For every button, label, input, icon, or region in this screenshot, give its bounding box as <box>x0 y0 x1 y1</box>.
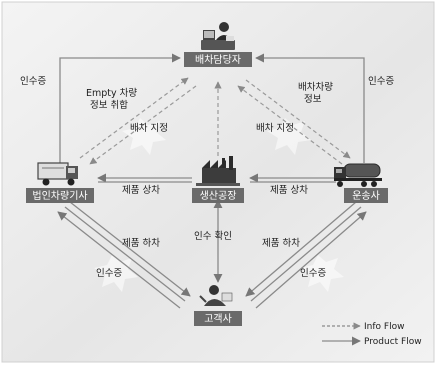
dispatcher-label-bg <box>184 52 252 67</box>
transport-label-bg <box>344 188 388 203</box>
transport-label: 운송사 <box>352 190 380 202</box>
label-vehicle-info-2: 정보 <box>304 94 322 105</box>
starburst-right <box>267 118 311 155</box>
info-dispatch-left <box>89 85 197 165</box>
customer-label: 고객사 <box>204 313 232 325</box>
node-transport: 운송사 <box>334 163 388 203</box>
node-corp-driver: 법인차량기사 <box>26 162 94 203</box>
info-dispatch-right <box>245 79 351 159</box>
flow-unload-left-2 <box>64 206 186 302</box>
node-dispatcher: 배차담당자 <box>184 22 252 67</box>
label-receipt-bottom-left: 인수증 <box>96 268 122 279</box>
info-vehicle-info <box>237 85 343 165</box>
label-load-right: 제품 상차 <box>270 184 308 196</box>
node-factory: 생산공장 <box>192 156 244 203</box>
label-dispatch-left: 배차 지정 <box>130 122 168 134</box>
label-dispatch-right: 배차 지정 <box>256 122 294 134</box>
label-receipt-left: 인수증 <box>20 76 46 87</box>
label-vehicle-info-1: 배차차량 <box>298 81 333 93</box>
label-load-left: 제품 상차 <box>122 184 160 196</box>
flow-unload-right-2 <box>250 206 362 302</box>
flow-unload-left <box>69 201 191 297</box>
tanker-truck-icon <box>334 163 382 187</box>
customer-label-bg <box>194 311 242 326</box>
customer-person-icon <box>199 285 233 306</box>
corp-driver-label: 법인차량기사 <box>32 190 87 202</box>
corp-driver-label-bg <box>26 188 94 203</box>
info-empty-vehicle <box>79 77 189 159</box>
flow-corp-receipt <box>59 53 181 163</box>
factory-label: 생산공장 <box>200 190 237 202</box>
label-receipt-confirm: 인수 확인 <box>194 230 232 242</box>
info-flows <box>79 77 351 165</box>
flow-unload-right <box>245 201 357 297</box>
factory-label-bg <box>192 188 244 203</box>
flow-receipt-bottom-right <box>255 211 367 309</box>
starburst-highlights <box>94 118 344 292</box>
legend-product-flow-label: Product Flow <box>364 337 422 347</box>
factory-icon <box>196 156 240 186</box>
label-receipt-bottom-right: 인수증 <box>300 268 326 279</box>
flow-receipt-bottom-left <box>57 211 181 309</box>
dispatcher-label: 배차담당자 <box>195 54 241 66</box>
product-flows <box>57 53 367 309</box>
truck-icon <box>37 162 78 186</box>
label-unload-left: 제품 하차 <box>122 237 160 249</box>
starburst-bottom-left <box>94 255 138 292</box>
label-unload-right: 제품 하차 <box>262 237 300 249</box>
node-customer: 고객사 <box>194 285 242 326</box>
label-receipt-right: 인수증 <box>368 76 394 87</box>
label-empty-vehicle-2: 정보 취합 <box>90 100 128 111</box>
legend-info-flow-label: Info Flow <box>364 322 404 332</box>
flow-transport-receipt <box>255 53 365 163</box>
starburst-bottom-right <box>300 255 344 292</box>
office-worker-icon <box>201 22 235 50</box>
legend: Info Flow Product Flow <box>322 322 422 347</box>
label-empty-vehicle-1: Empty 차량 <box>86 87 137 99</box>
starburst-left <box>122 118 166 155</box>
